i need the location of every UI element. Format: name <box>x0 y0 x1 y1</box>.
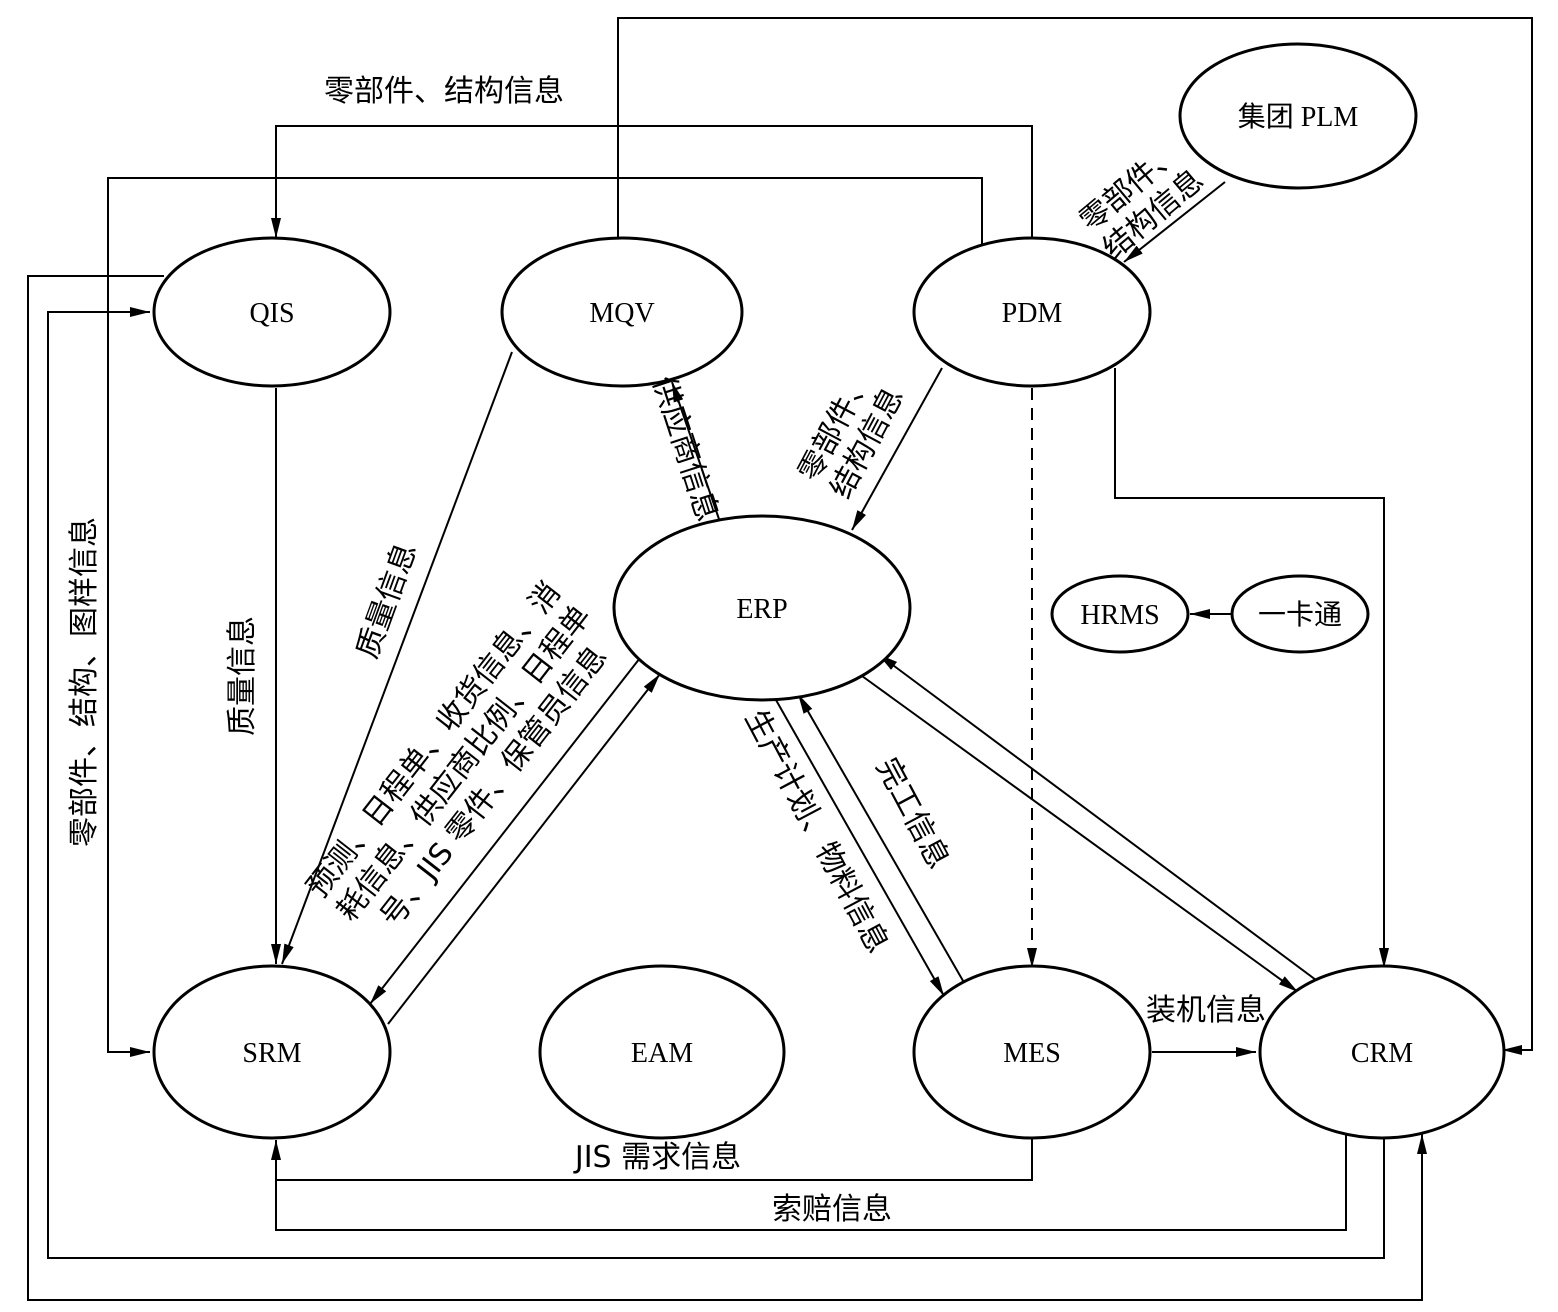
edge-srm-to-erp <box>387 673 661 1025</box>
node-card-label: 一卡通 <box>1258 599 1342 631</box>
label-pdm-to-erp: 零部件、 结构信息 <box>792 365 911 504</box>
node-pdm: PDM <box>912 236 1152 388</box>
label-erp-to-mqv: 供应商信息 <box>645 372 725 525</box>
node-mqv: MQV <box>500 236 744 388</box>
label-erp-to-mes: 生产计划、物料信息 <box>738 704 896 959</box>
node-plm: 集团 PLM <box>1178 42 1418 190</box>
label-crm-to-srm: 索赔信息 <box>772 1192 892 1227</box>
label-mqv-to-srm: 质量信息 <box>350 538 424 663</box>
node-eam: EAM <box>538 964 786 1140</box>
edge-erp-to-mes <box>775 699 945 997</box>
edge-pdm-to-erp <box>851 367 943 531</box>
node-erp-label: ERP <box>736 594 787 625</box>
edge-pdm-to-crm <box>1114 368 1389 968</box>
node-card: 一卡通 <box>1230 574 1370 654</box>
edge-mes-to-srm <box>271 1128 1033 1181</box>
label-mes-to-erp: 完工信息 <box>869 752 956 874</box>
node-hrms-label: HRMS <box>1080 600 1159 631</box>
edge-mes-to-erp <box>797 693 967 987</box>
edge-crm-to-erp <box>877 653 1317 981</box>
edge-pdm-to-qis <box>271 125 1033 240</box>
edge-mqv-to-srm <box>281 351 513 965</box>
node-mes-label: MES <box>1003 1038 1061 1069</box>
edge-erp-to-srm <box>369 657 641 1005</box>
node-pdm-label: PDM <box>1002 298 1063 329</box>
edge-erp-to-mqv <box>671 381 721 523</box>
edge-crm-to-srm <box>275 1124 1347 1231</box>
edge-plm-to-pdm <box>1123 181 1226 263</box>
node-hrms: HRMS <box>1050 574 1190 654</box>
edge-erp-to-crm <box>861 675 1299 993</box>
label-erp-srm: 预测、日程单、收货信息、消 耗信息、供应商比例、日程单 号、JIS 零件、保管员… <box>300 576 614 934</box>
node-mes: MES <box>912 964 1152 1140</box>
node-eam-label: EAM <box>631 1038 693 1069</box>
label-mes-to-crm: 装机信息 <box>1146 993 1266 1028</box>
edge-pdm-to-srm <box>107 177 983 1057</box>
node-qis-label: QIS <box>249 298 294 329</box>
label-qis-to-srm: 质量信息 <box>225 616 260 736</box>
node-erp: ERP <box>612 514 912 702</box>
edge-mqv-to-crm <box>617 17 1533 1055</box>
node-srm-label: SRM <box>242 1038 301 1069</box>
label-crm-to-qis: 零部件、结构、图样信息 <box>67 517 102 847</box>
label-mes-to-srm: JIS 需求信息 <box>573 1140 741 1175</box>
label-plm-to-pdm: 零部件、 结构信息 <box>1073 135 1211 267</box>
node-plm-label: 集团 PLM <box>1238 101 1359 133</box>
label-pdm-to-qis: 零部件、结构信息 <box>324 74 564 109</box>
node-crm: CRM <box>1258 964 1506 1140</box>
edge-crm-to-qis <box>47 307 1385 1259</box>
node-crm-label: CRM <box>1351 1038 1413 1069</box>
edge-qis-to-crm <box>27 275 1427 1301</box>
node-mqv-label: MQV <box>589 298 654 329</box>
node-qis: QIS <box>152 236 392 388</box>
node-srm: SRM <box>152 964 392 1140</box>
